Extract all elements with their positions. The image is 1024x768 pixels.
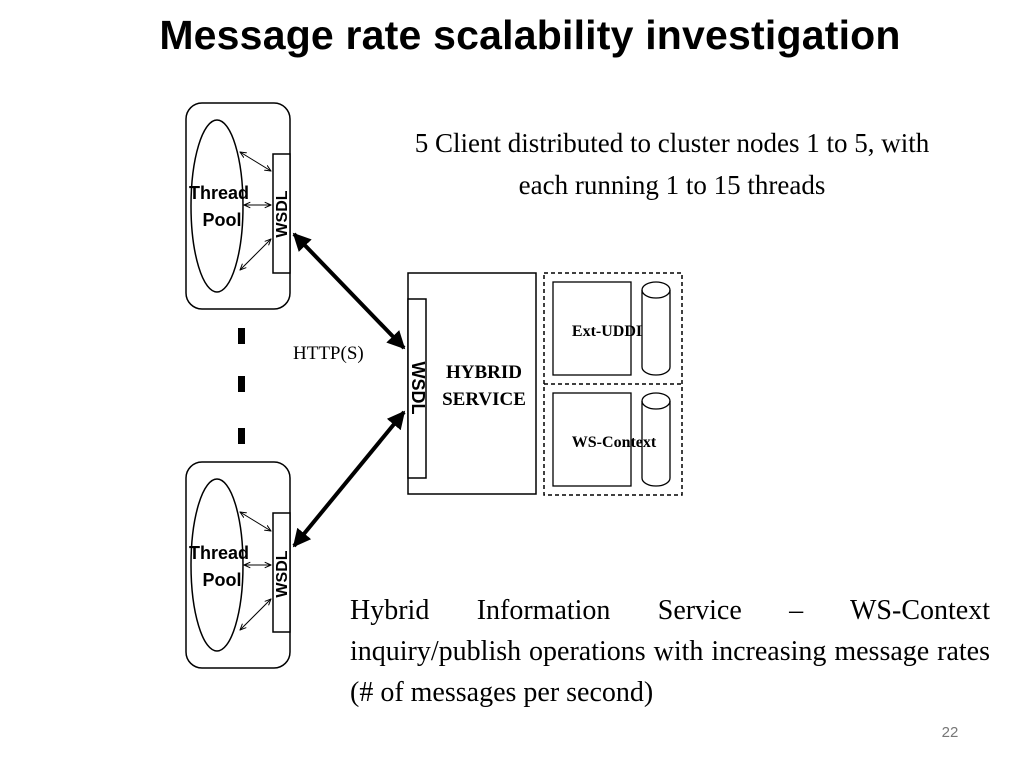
page-number: 22 [941,724,959,741]
hybrid-service-label: SERVICE [442,389,526,410]
backend-services: Ext-UDDI WS-Context [543,272,683,496]
thread-link [240,599,271,630]
wsdl-label: WSDL [408,362,428,415]
slide-title: Message rate scalability investigation [159,12,901,58]
thread-link [240,152,271,171]
thread-pool-label: Pool [203,570,242,590]
ws-context-label: WS-Context [572,434,657,451]
wsdl-box [272,153,291,274]
thread-link [240,512,271,531]
database-cylinder-icon [641,281,671,376]
diagram-caption: Hybrid Information Service – WS-Context … [350,595,990,708]
client-node-bottom: Thread Pool WSDL [185,461,291,669]
ext-uddi-service: Ext-UDDI [552,281,671,376]
wsdl-label: WSDL [274,190,291,237]
thread-pool-label: Pool [203,210,242,230]
database-cylinder-icon [641,392,671,487]
http-connection-arrow-top [292,232,406,350]
hybrid-service: WSDL HYBRID SERVICE [407,272,537,495]
client-node-top: Thread Pool WSDL [185,102,291,310]
thread-pool-ellipse [190,478,244,652]
wsdl-box [272,512,291,633]
client-distribution-note: 5 Client distributed to cluster nodes 1 … [414,128,930,200]
thread-pool-label: Thread [189,183,249,203]
ws-context-service: WS-Context [552,392,671,487]
thread-link [240,239,271,270]
thread-pool-label: Thread [189,543,249,563]
wsdl-box [407,298,427,479]
wsdl-label: WSDL [274,550,291,597]
http-protocol-label: HTTP(S) [293,343,364,364]
http-connection-arrow-bottom [292,410,406,548]
more-clients-ellipsis [238,328,245,444]
thread-pool-ellipse [190,119,244,293]
hybrid-service-label: HYBRID [446,362,522,383]
ext-uddi-label: Ext-UDDI [572,323,642,340]
